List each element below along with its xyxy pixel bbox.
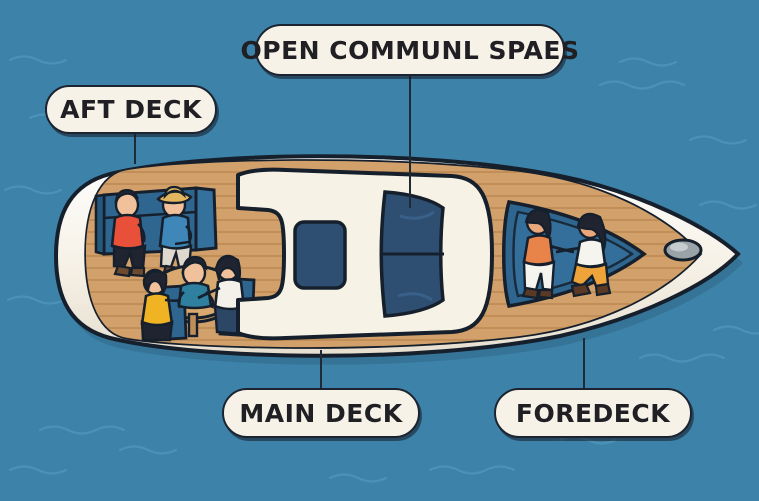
leader-line-aft-deck — [134, 132, 136, 164]
callout-label-open-communal-spaces: OPEN COMMUNL SPAES — [240, 35, 580, 65]
person-yellow-shirt — [140, 268, 192, 342]
leader-line-foredeck — [583, 338, 585, 390]
foredeck-sunpad — [502, 200, 647, 308]
person-orange-top — [521, 208, 575, 300]
callout-label-aft-deck: AFT DECK — [60, 95, 202, 124]
person-red-shirt — [110, 188, 147, 278]
cabin-window-small — [293, 220, 347, 290]
callout-open-communal-spaces[interactable]: OPEN COMMUNL SPAES — [241, 24, 579, 76]
callout-label-main-deck: MAIN DECK — [239, 398, 403, 428]
callout-foredeck[interactable]: FOREDECK — [494, 388, 692, 438]
callout-aft-deck[interactable]: AFT DECK — [45, 85, 217, 134]
person-white-top — [555, 212, 612, 298]
person-teal-shirt — [177, 255, 215, 310]
leader-line-main-deck — [320, 350, 322, 390]
leader-line-open-spaces — [409, 74, 411, 208]
callout-main-deck[interactable]: MAIN DECK — [222, 388, 420, 438]
superstructure-cabin — [236, 167, 494, 341]
callout-label-foredeck: FOREDECK — [515, 398, 671, 428]
bow-fitting-icon — [663, 238, 703, 262]
